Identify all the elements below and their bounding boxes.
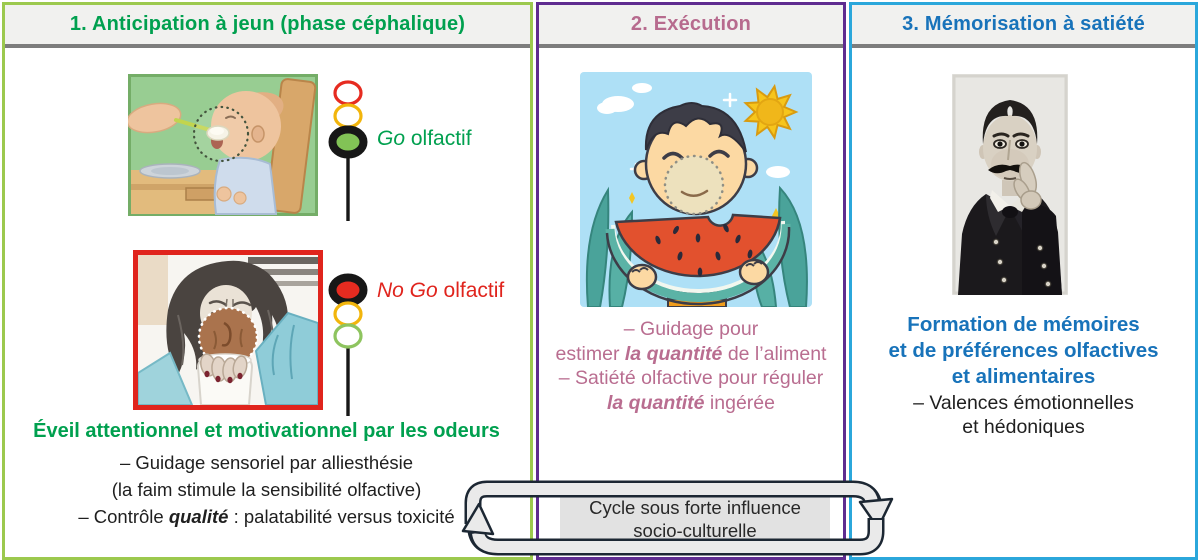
go-olfactif-label: Go olfactif — [377, 127, 472, 150]
proust-portrait-illustration — [952, 74, 1068, 295]
cycle-arrowhead-right — [858, 497, 894, 530]
phase-3-line-formation: Formation de mémoires — [907, 313, 1140, 336]
odor-highlight-circle — [192, 105, 250, 163]
cycle-label-line1: Cycle sous forte influence — [589, 497, 801, 518]
no-go-olfactif-label: No Go olfactif — [377, 279, 505, 302]
woman-smelling-cup-illustration — [138, 255, 318, 405]
odor-highlight-circle — [199, 308, 257, 366]
phase-3-line-alimentaires: et alimentaires — [951, 365, 1096, 388]
phase-3-line-hedoniques: et hédoniques — [962, 416, 1085, 438]
phase-3-line-valences: – Valences émotionnelles — [913, 392, 1134, 414]
woman-smelling-cup-frame — [133, 250, 323, 410]
phase-2-line-quantite-ingeree: la quantité ingérée — [607, 391, 775, 414]
odor-highlight-circle — [663, 154, 725, 216]
socio-cultural-cycle-diagram: Cycle sous forte influence socio-culture… — [461, 480, 894, 556]
phase-1-header: 1. Anticipation à jeun (phase céphalique… — [5, 5, 530, 48]
phase-3-black-text: – Valences émotionnelles et hédoniques — [852, 391, 1195, 439]
traffic-light-go-icon — [328, 80, 368, 221]
boy-eating-watermelon-illustration — [580, 72, 812, 307]
phase-3-header: 3. Mémorisation à satiété — [852, 5, 1195, 48]
phase-3-line-preferences: et de préférences olfactives — [888, 339, 1159, 362]
phase-1-line-controle-qualite: – Contrôle qualité : palatabilité versus… — [78, 506, 455, 527]
baby-feeding-illustration — [128, 74, 318, 216]
phase-2-header: 2. Exécution — [539, 5, 843, 48]
phase-1-line-faim: (la faim stimule la sensibilité olfactiv… — [111, 479, 422, 500]
phase-2-line-satiete: – Satiété olfactive pour réguler — [558, 367, 824, 389]
traffic-light-nogo-icon — [328, 273, 368, 416]
phase-3-blue-text: Formation de mémoires et de préférences … — [852, 312, 1195, 390]
no-go-words: No Go — [377, 279, 438, 302]
phase-1-detail-text: – Guidage sensoriel par alliesthésie (la… — [8, 449, 525, 530]
phase-1-heading: Éveil attentionnel et motivationnel par … — [33, 420, 500, 442]
phase-2-line-estimer: estimer la quantité de l’aliment — [555, 342, 827, 365]
phase-1-line-alliesthesie: – Guidage sensoriel par alliesthésie — [119, 452, 414, 473]
cycle-label-line2: socio-culturelle — [633, 520, 756, 541]
go-word: Go — [377, 127, 406, 150]
cycle-arrowhead-left — [461, 502, 495, 536]
phase-2-detail-text: – Guidage pour estimer la quantité de l’… — [540, 317, 842, 415]
phase-2-line-guidage: – Guidage pour — [623, 318, 759, 340]
